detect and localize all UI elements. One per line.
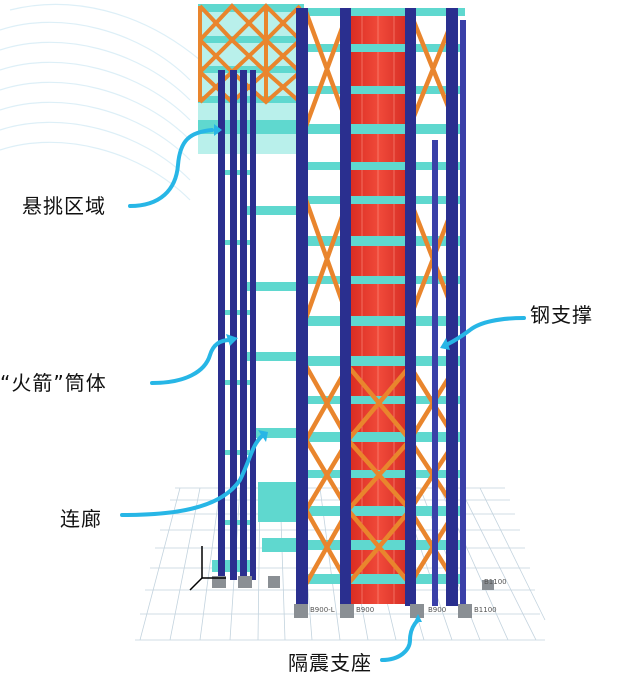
- rocket-tube-columns: [218, 70, 256, 580]
- isolation-bearing-label: 隔震支座: [288, 651, 372, 675]
- background-swirl: [0, 3, 201, 201]
- tower-columns: [296, 8, 466, 606]
- model-tags: B900-L B900 B900 B1100 B1100: [310, 578, 507, 614]
- steel-brace-callout: [446, 316, 526, 346]
- callout-arrows: [120, 128, 526, 662]
- model-tag: B900-L: [310, 606, 335, 614]
- cantilever-braces: [198, 3, 302, 105]
- callout-arrowheads: [214, 124, 450, 622]
- core-lines: [361, 14, 395, 604]
- corridor-label: 连廊: [60, 507, 102, 531]
- rocket-tube-label: “火箭”筒体: [0, 371, 107, 395]
- model-tag: B1100: [474, 606, 497, 614]
- corridor-callout: [120, 434, 264, 517]
- cantilever-callout: [128, 128, 214, 208]
- model-tag: B900: [428, 606, 446, 614]
- steel-brace-label: 钢支撑: [530, 303, 593, 327]
- cantilever-area-label: 悬挑区域: [22, 194, 106, 218]
- bearing-callout: [380, 618, 420, 662]
- model-tag: B1100: [484, 578, 507, 586]
- rocket-tube-callout: [150, 338, 232, 385]
- model-tag: B900: [356, 606, 374, 614]
- xyz-axis-icon: [189, 546, 226, 591]
- central-core: [348, 14, 410, 604]
- isolation-bearings: [212, 576, 494, 618]
